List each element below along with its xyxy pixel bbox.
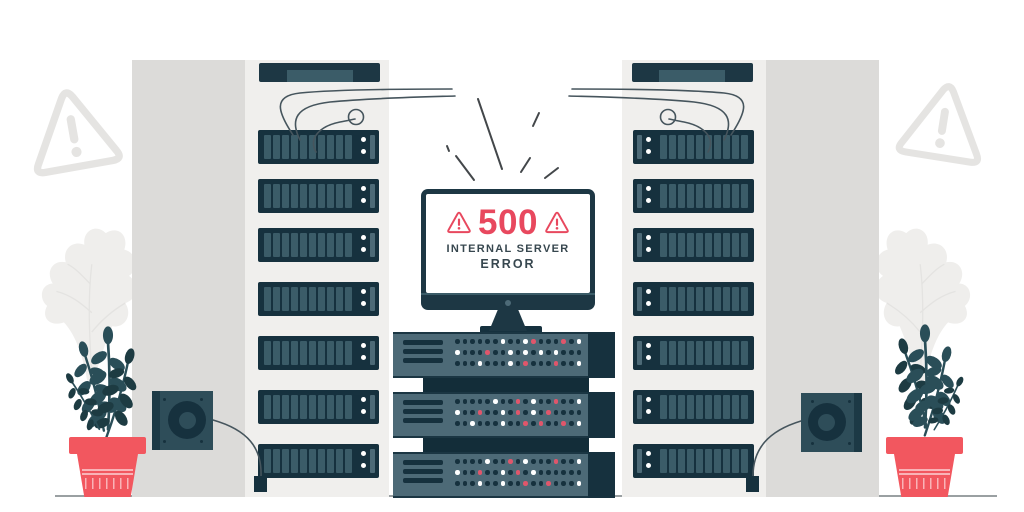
server-unit <box>633 130 754 164</box>
warning-triangle-icon <box>545 211 569 233</box>
server-unit <box>258 282 379 316</box>
flower-pot-right <box>886 437 963 454</box>
monitor-dot <box>505 300 511 306</box>
warning-triangle-icon <box>899 80 988 163</box>
server-unit <box>258 390 379 424</box>
monitor-bezel <box>421 293 595 310</box>
flower-pot-left-body <box>77 454 138 497</box>
flower-pot-right-body <box>894 454 955 497</box>
plant-leaves-right <box>881 322 974 442</box>
server-rack-right-topbar <box>632 63 753 82</box>
error-code: 500 <box>478 203 538 242</box>
center-server-unit <box>393 332 615 378</box>
warning-triangle-icon <box>25 86 119 174</box>
error-screen: 500 INTERNAL SERVER ERROR <box>426 194 590 293</box>
server-unit <box>258 228 379 262</box>
server-rack-left-units <box>258 130 379 478</box>
error-message-line2: ERROR <box>480 257 536 271</box>
center-server-unit <box>393 392 615 438</box>
stack-separator <box>423 438 589 452</box>
server-unit <box>633 228 754 262</box>
monitor-stand-base <box>480 326 542 336</box>
warning-triangle-icon <box>447 211 471 233</box>
server-rack-right-units <box>633 130 754 478</box>
server-rack-left-topbar <box>259 63 380 82</box>
topbar-vent <box>287 70 353 82</box>
server-unit <box>258 130 379 164</box>
center-server-stack <box>393 332 615 498</box>
server-unit <box>633 390 754 424</box>
server-unit <box>258 336 379 370</box>
leaf-icon <box>41 227 138 382</box>
error-message-line1: INTERNAL SERVER <box>446 243 570 255</box>
fan-grill-icon <box>152 391 213 450</box>
monitor-stand-neck <box>489 309 527 331</box>
flower-pot-left <box>69 437 146 454</box>
server-unit <box>258 444 379 478</box>
server-unit <box>633 179 754 213</box>
burst-lines-icon <box>446 98 559 181</box>
server-unit <box>633 336 754 370</box>
stack-separator <box>423 378 589 392</box>
server-unit <box>258 179 379 213</box>
monitor: 500 INTERNAL SERVER ERROR <box>421 189 595 310</box>
leaf-icon <box>874 227 971 382</box>
topbar-vent <box>659 70 725 82</box>
fan-grill-icon <box>801 393 862 452</box>
server-unit <box>633 444 754 478</box>
server-unit <box>633 282 754 316</box>
center-server-unit <box>393 452 615 498</box>
